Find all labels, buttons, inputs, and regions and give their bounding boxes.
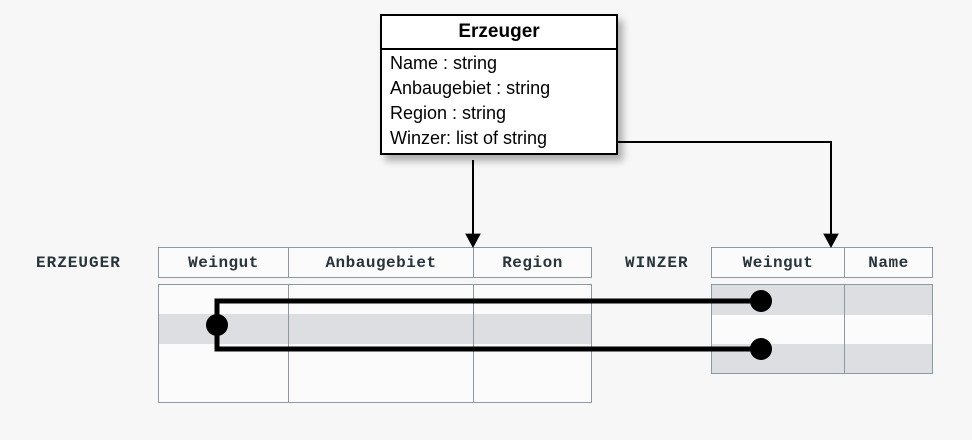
table-row[interactable] — [159, 285, 591, 314]
table-label-winzer: WINZER — [625, 254, 689, 272]
column-header-weingut: Weingut — [712, 248, 845, 278]
column-divider — [473, 344, 474, 373]
column-divider — [473, 314, 474, 344]
uml-class-name: Erzeuger — [382, 16, 616, 50]
table-body-winzer — [711, 284, 933, 374]
uml-attribute-name: Name : string — [390, 53, 498, 73]
uml-attribute-region: Region : string — [390, 103, 507, 123]
table-row[interactable] — [159, 344, 591, 373]
uml-attribute-anbaugebiet: Anbaugebiet : string — [390, 78, 551, 98]
table-header-winzer: Weingut Name — [711, 247, 933, 278]
table-row[interactable] — [712, 344, 932, 373]
table-row[interactable] — [159, 314, 591, 344]
table-header-erzeuger: Weingut Anbaugebiet Region — [158, 247, 592, 278]
table-row[interactable] — [159, 373, 591, 402]
column-header-region: Region — [502, 254, 563, 272]
column-divider — [288, 314, 289, 344]
column-divider — [288, 373, 289, 402]
column-header-weingut: Weingut — [159, 248, 289, 278]
column-divider — [288, 285, 289, 314]
table-body-erzeuger — [158, 284, 592, 403]
uml-class-box-erzeuger[interactable]: Erzeuger Name : string Anbaugebiet : str… — [380, 14, 618, 155]
column-divider — [473, 285, 474, 314]
uml-attribute-winzer: Winzer: list of string — [390, 128, 548, 148]
column-divider — [473, 373, 474, 402]
column-divider — [844, 315, 845, 344]
column-header-name: Name — [868, 254, 909, 272]
column-divider — [844, 285, 845, 315]
table-row[interactable] — [712, 315, 932, 344]
column-divider — [288, 344, 289, 373]
table-label-erzeuger: ERZEUGER — [36, 254, 121, 272]
uml-attribute-list: Name : string Anbaugebiet : string Regio… — [382, 50, 616, 153]
column-header-anbaugebiet: Anbaugebiet — [289, 248, 474, 278]
table-row[interactable] — [712, 285, 932, 315]
winzer-mapping-arrow — [606, 141, 839, 248]
column-divider — [844, 344, 845, 373]
